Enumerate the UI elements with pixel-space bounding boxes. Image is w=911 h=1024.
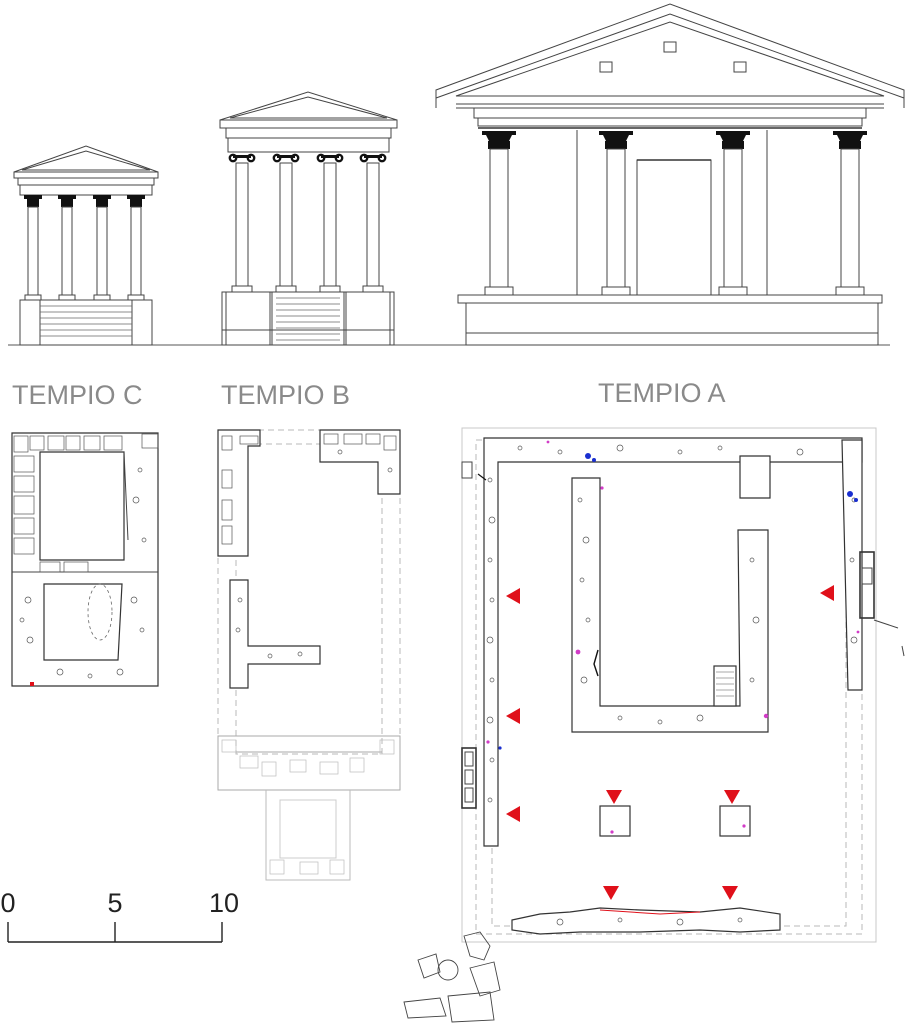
plan-tempio-c	[11, 432, 159, 687]
scale-tick-10: 10	[209, 888, 239, 918]
label-tempio-a: TEMPIO A	[598, 378, 726, 408]
scale-tick-0: 0	[0, 888, 15, 918]
plan-tempio-a	[403, 427, 905, 1023]
scale-bar: 0 5 10	[0, 888, 239, 943]
plan-tempio-b	[217, 429, 401, 881]
elevation-tempio-c	[13, 145, 159, 346]
elevation-tempio-a	[435, 3, 905, 346]
red-triangle-marker-icon	[506, 585, 834, 900]
label-tempio-b: TEMPIO B	[221, 380, 350, 410]
label-tempio-c: TEMPIO C	[12, 380, 143, 410]
scale-tick-5: 5	[107, 888, 122, 918]
elevation-tempio-b	[219, 91, 398, 346]
